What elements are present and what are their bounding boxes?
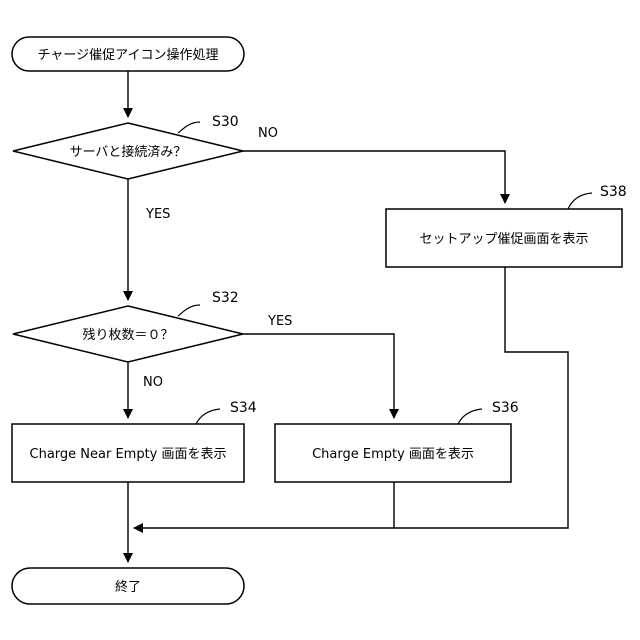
end-node: 終了	[12, 568, 244, 604]
setup-prompt-label: セットアップ催促画面を表示	[419, 232, 588, 247]
step-s34-label: S34	[230, 400, 257, 416]
remaining-check-label: 残り枚数＝０？	[82, 328, 173, 343]
server-check-label: サーバと接続済み？	[70, 144, 187, 160]
setup-prompt-node: セットアップ催促画面を表示	[386, 209, 622, 267]
server-check-decision: サーバと接続済み？	[13, 123, 243, 179]
empty-screen-label: Charge Empty 画面を表示	[312, 447, 474, 462]
step-s32-label: S32	[212, 290, 239, 306]
edge-server-yes-label: YES	[145, 207, 170, 222]
edge-remaining-yes-to-empty	[243, 334, 394, 418]
end-node-label: 終了	[115, 579, 141, 595]
step-s38-leader	[568, 193, 592, 209]
step-s36-leader	[458, 409, 482, 424]
start-node-label: チャージ催促アイコン操作処理	[38, 47, 219, 63]
step-s30-leader	[178, 122, 200, 133]
step-s30-label: S30	[212, 114, 239, 130]
near-empty-screen-node: Charge Near Empty 画面を表示	[12, 424, 244, 482]
near-empty-screen-label: Charge Near Empty 画面を表示	[30, 447, 227, 462]
step-s34-leader	[196, 409, 220, 424]
edge-server-no-label: NO	[258, 126, 278, 141]
step-s32-leader	[178, 305, 200, 316]
start-node: チャージ催促アイコン操作処理	[12, 37, 244, 71]
step-s38-label: S38	[600, 184, 627, 200]
step-s36-label: S36	[492, 400, 519, 416]
edge-remaining-yes-label: YES	[267, 314, 292, 329]
edge-remaining-no-label: NO	[143, 375, 163, 390]
empty-screen-node: Charge Empty 画面を表示	[275, 424, 511, 482]
edge-server-no-to-setup	[243, 151, 505, 203]
edge-setup-to-merge	[134, 267, 568, 528]
remaining-check-decision: 残り枚数＝０？	[13, 306, 243, 362]
